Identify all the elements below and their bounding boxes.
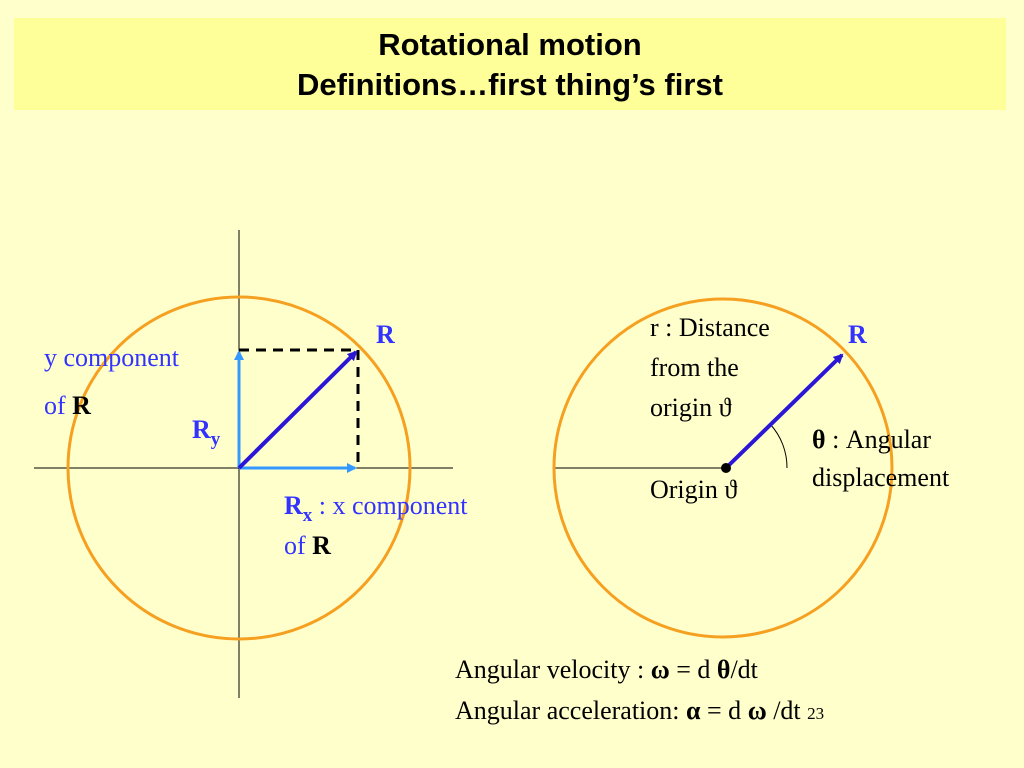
accel-omega: ω — [747, 696, 767, 725]
y-component-line1: y component — [44, 343, 180, 372]
origin-label: Origin ϑ — [650, 475, 738, 504]
theta-text: : Angular — [825, 425, 931, 454]
r-distance-line3: origin ϑ — [650, 393, 732, 422]
velocity-suffix: /dt — [730, 655, 758, 684]
r-distance-line1: r : Distance — [650, 313, 770, 342]
ry-label-sub: y — [210, 429, 221, 450]
theta-symbol: θ — [812, 425, 826, 454]
velocity-prefix: Angular velocity : — [455, 655, 651, 684]
right-vector-r — [724, 353, 844, 470]
slide-title-line1: Rotational motion — [378, 27, 642, 62]
r-distance-line2: from the — [650, 353, 739, 382]
accel-mid: = d — [700, 696, 748, 725]
left-vector-r — [237, 350, 358, 470]
rx-description-line2: of R — [284, 526, 331, 566]
right-circle — [552, 297, 894, 639]
theta-description-line2: displacement — [812, 463, 950, 492]
y-component-line2: of R — [44, 386, 91, 426]
accel-suffix: /dt — [766, 696, 801, 725]
velocity-mid: = d — [669, 655, 717, 684]
left-r-label: R — [376, 320, 395, 349]
angular-acceleration-formula: Angular acceleration: α = d ω /dt 23 — [455, 691, 824, 734]
ry-label-main: R — [192, 415, 211, 444]
theta-description-line1: θ : Angular — [812, 420, 931, 460]
title-box: Rotational motion Definitions…first thin… — [14, 18, 1006, 110]
rx-description-line1: Rx : x component — [284, 486, 468, 536]
omega-symbol: ω — [650, 655, 670, 684]
accel-prefix: Angular acceleration: — [455, 696, 686, 725]
left-circle — [66, 295, 412, 641]
rx-label-sub: x — [302, 505, 313, 526]
alpha-symbol: α — [686, 696, 701, 725]
rx-r: R — [312, 531, 331, 560]
origin-dot — [721, 463, 731, 473]
y-component-of: of — [44, 391, 73, 420]
theta-arc — [769, 423, 788, 469]
slide-title-line2: Definitions…first thing’s first — [297, 67, 723, 102]
ry-label: Ry — [192, 410, 220, 460]
right-diagram — [552, 297, 894, 639]
rx-of: of — [284, 531, 313, 560]
left-diagram — [34, 230, 453, 698]
right-r-label: R — [848, 320, 867, 349]
rx-label-main: R — [284, 491, 303, 520]
page-number: 23 — [807, 704, 825, 723]
rx-description: : x component — [312, 491, 468, 520]
velocity-theta: θ — [716, 655, 731, 684]
angular-velocity-formula: Angular velocity : ω = d θ/dt — [455, 650, 758, 690]
y-component-r: R — [72, 391, 91, 420]
